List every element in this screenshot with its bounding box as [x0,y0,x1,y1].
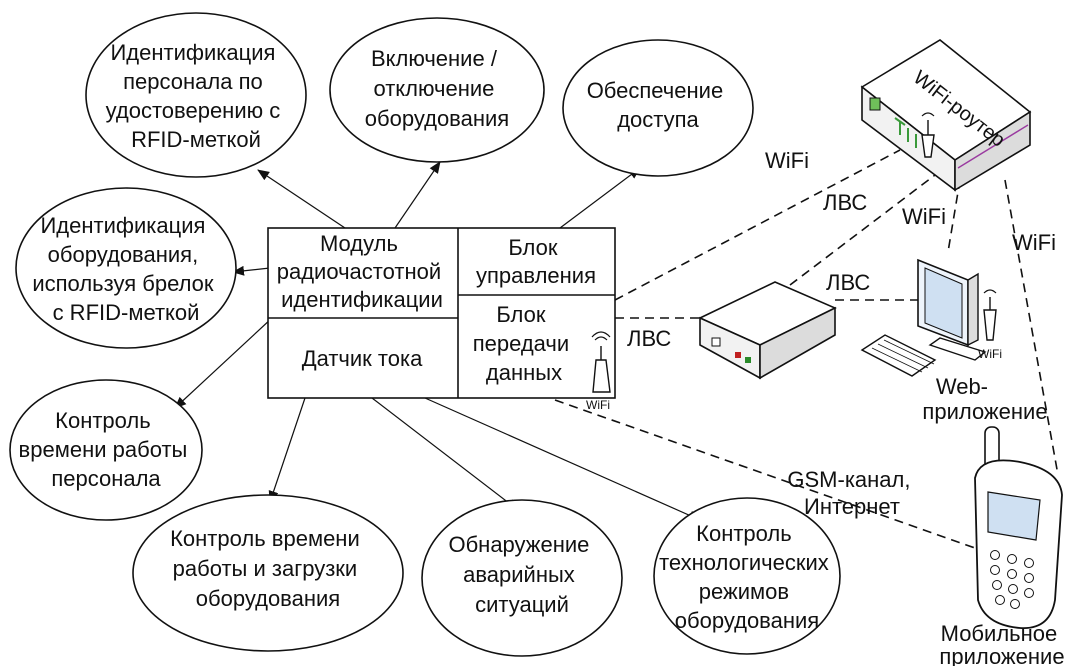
current-sensor-label: Датчик тока [302,346,423,371]
mobile-phone: Мобильное приложение [939,426,1065,666]
lan-label-router-switch: ЛВС [823,190,867,215]
ellipse-text: Контроль времени работы персонала [19,408,194,491]
ellipse-text: Включение / отключение оборудования [365,46,509,131]
wifi-link-router-web [947,179,961,253]
wifi-label-router-web: WiFi [902,204,946,229]
network-switch [698,281,837,380]
central-device-block: Модуль радиочастотной идентификации Блок… [267,227,616,412]
control-unit-label: Блок управления [476,235,596,288]
keyboard-icon [860,334,937,377]
wifi-label-router-mobile: WiFi [1012,230,1056,255]
web-computer: WiFi Web- приложение [860,258,1048,424]
arrow-to-access [559,167,641,229]
ellipse-access: Обеспечение доступа [562,39,754,177]
ellipse-text: Обеспечение доступа [587,78,730,132]
mobile-app-label: Мобильное приложение [939,621,1064,666]
web-app-label: Web- приложение [922,374,1047,424]
lan-link-router-switch [789,174,936,286]
ellipse-staff-time-control: Контроль времени работы персонала [9,379,203,521]
wifi-link-block-router [614,149,901,301]
ellipse-equipment-time-control: Контроль времени работы и загрузки обору… [132,494,404,652]
ellipse-process-modes-control: Контроль технологических режимов оборудо… [653,497,841,655]
ellipse-power-toggle: Включение / отключение оборудования [329,17,545,163]
rfid-module-label: Модуль радиочастотной идентификации [277,231,448,312]
antenna-icon [983,289,997,341]
antenna-label: WiFi [978,347,1002,361]
antenna-icon [591,331,611,393]
arrow-to-power-toggle [394,161,441,229]
ellipse-text: Идентификация оборудования, используя бр… [32,213,219,325]
gsm-label: GSM-канал, Интернет [787,467,916,519]
ellipse-text: Контроль технологических режимов оборудо… [659,521,835,633]
ellipse-text: Обнаружение аварийных ситуаций [448,532,595,617]
connection-lines [554,149,1059,549]
arrow-to-process-modes [424,397,701,521]
data-unit-label: Блок передачи данных [473,302,576,385]
wifi-label-block-router: WiFi [765,148,809,173]
ellipse-text: Контроль времени работы и загрузки обору… [170,526,366,611]
wifi-router: WiFi-роутер [860,39,1032,192]
ellipse-personnel-identification: Идентификация персонала по удостоверению… [85,12,307,178]
arrow-to-staff-time [174,317,273,409]
wifi-link-router-mobile [1004,179,1059,476]
function-arrows [174,161,701,521]
antenna-label: WiFi [586,398,610,412]
arrow-to-emergency [371,397,519,511]
lan-label-block-switch: ЛВС [627,326,671,351]
arrow-to-equipment-time [268,397,306,503]
ellipse-text: Идентификация персонала по удостоверению… [106,40,287,152]
ellipse-equipment-identification: Идентификация оборудования, используя бр… [15,187,237,349]
ellipse-emergency-detection: Обнаружение аварийных ситуаций [421,499,623,657]
arrow-to-personnel-id [257,169,346,229]
arrow-to-equipment-id [232,265,271,276]
lan-label-switch-web: ЛВС [826,270,870,295]
